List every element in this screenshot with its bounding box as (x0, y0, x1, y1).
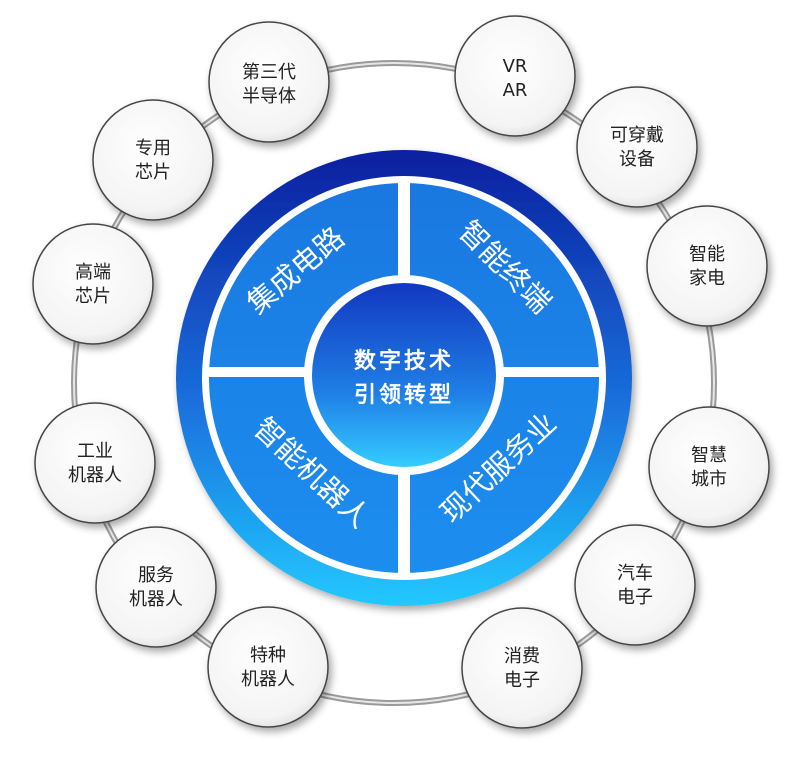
node-wearable-device: 可穿戴 设备 (576, 86, 698, 208)
node-label-line2: 设备 (619, 149, 655, 170)
node-circle (454, 15, 576, 137)
node-label-line1: 可穿戴 (610, 125, 664, 146)
node-service-robot: 服务 机器人 (95, 526, 217, 648)
node-circle (648, 406, 770, 528)
node-label-line1: 智慧 (691, 445, 727, 466)
node-circle (576, 86, 698, 208)
node-high-end-chip: 高端 芯片 (32, 223, 154, 345)
node-label-line1: 专用 (135, 138, 171, 159)
node-label-line2: AR (503, 80, 528, 101)
node-label-line2: 机器人 (129, 589, 183, 610)
node-label-line2: 电子 (504, 670, 540, 691)
orbit-ring-inner (73, 62, 715, 704)
node-circle (34, 402, 156, 524)
node-label-line1: 消费 (504, 646, 540, 667)
node-label-line1: 高端 (75, 262, 111, 283)
node-circle (461, 607, 583, 729)
node-industrial-robot: 工业 机器人 (34, 402, 156, 524)
node-label-line1: 智能 (689, 244, 725, 265)
node-circle (208, 21, 330, 143)
node-consumer-electronics: 消费 电子 (461, 607, 583, 729)
node-automotive-electronics: 汽车 电子 (574, 524, 696, 646)
center-line-2: 引领转型 (354, 382, 454, 408)
center-circle (312, 283, 496, 467)
node-circle (32, 223, 154, 345)
node-dedicated-chip: 专用 芯片 (92, 99, 214, 221)
node-circle (574, 524, 696, 646)
node-vr-ar: VR AR (454, 15, 576, 137)
node-smart-city: 智慧 城市 (648, 406, 770, 528)
node-smart-appliance: 智能 家电 (646, 205, 768, 327)
node-label-line2: 机器人 (241, 669, 295, 690)
node-label-line2: 半导体 (242, 86, 296, 107)
node-circle (207, 606, 329, 728)
node-label-line1: 服务 (138, 565, 174, 586)
node-label-line2: 机器人 (68, 465, 122, 486)
node-label-line1: VR (503, 56, 528, 77)
node-label-line2: 芯片 (75, 286, 111, 307)
node-label-line2: 城市 (691, 469, 727, 490)
node-third-gen-semiconductor: 第三代 半导体 (208, 21, 330, 143)
node-label-line2: 电子 (617, 587, 653, 608)
node-label-line1: 工业 (77, 441, 113, 462)
node-label-line1: 特种 (250, 645, 286, 666)
node-circle (646, 205, 768, 327)
node-label-line1: 汽车 (617, 563, 653, 584)
center-line-1: 数字技术 (354, 348, 454, 374)
node-label-line2: 家电 (689, 268, 725, 289)
node-circle (92, 99, 214, 221)
node-special-robot: 特种 机器人 (207, 606, 329, 728)
node-label-line1: 第三代 (242, 62, 296, 83)
node-circle (95, 526, 217, 648)
node-label-line2: 芯片 (135, 162, 171, 183)
